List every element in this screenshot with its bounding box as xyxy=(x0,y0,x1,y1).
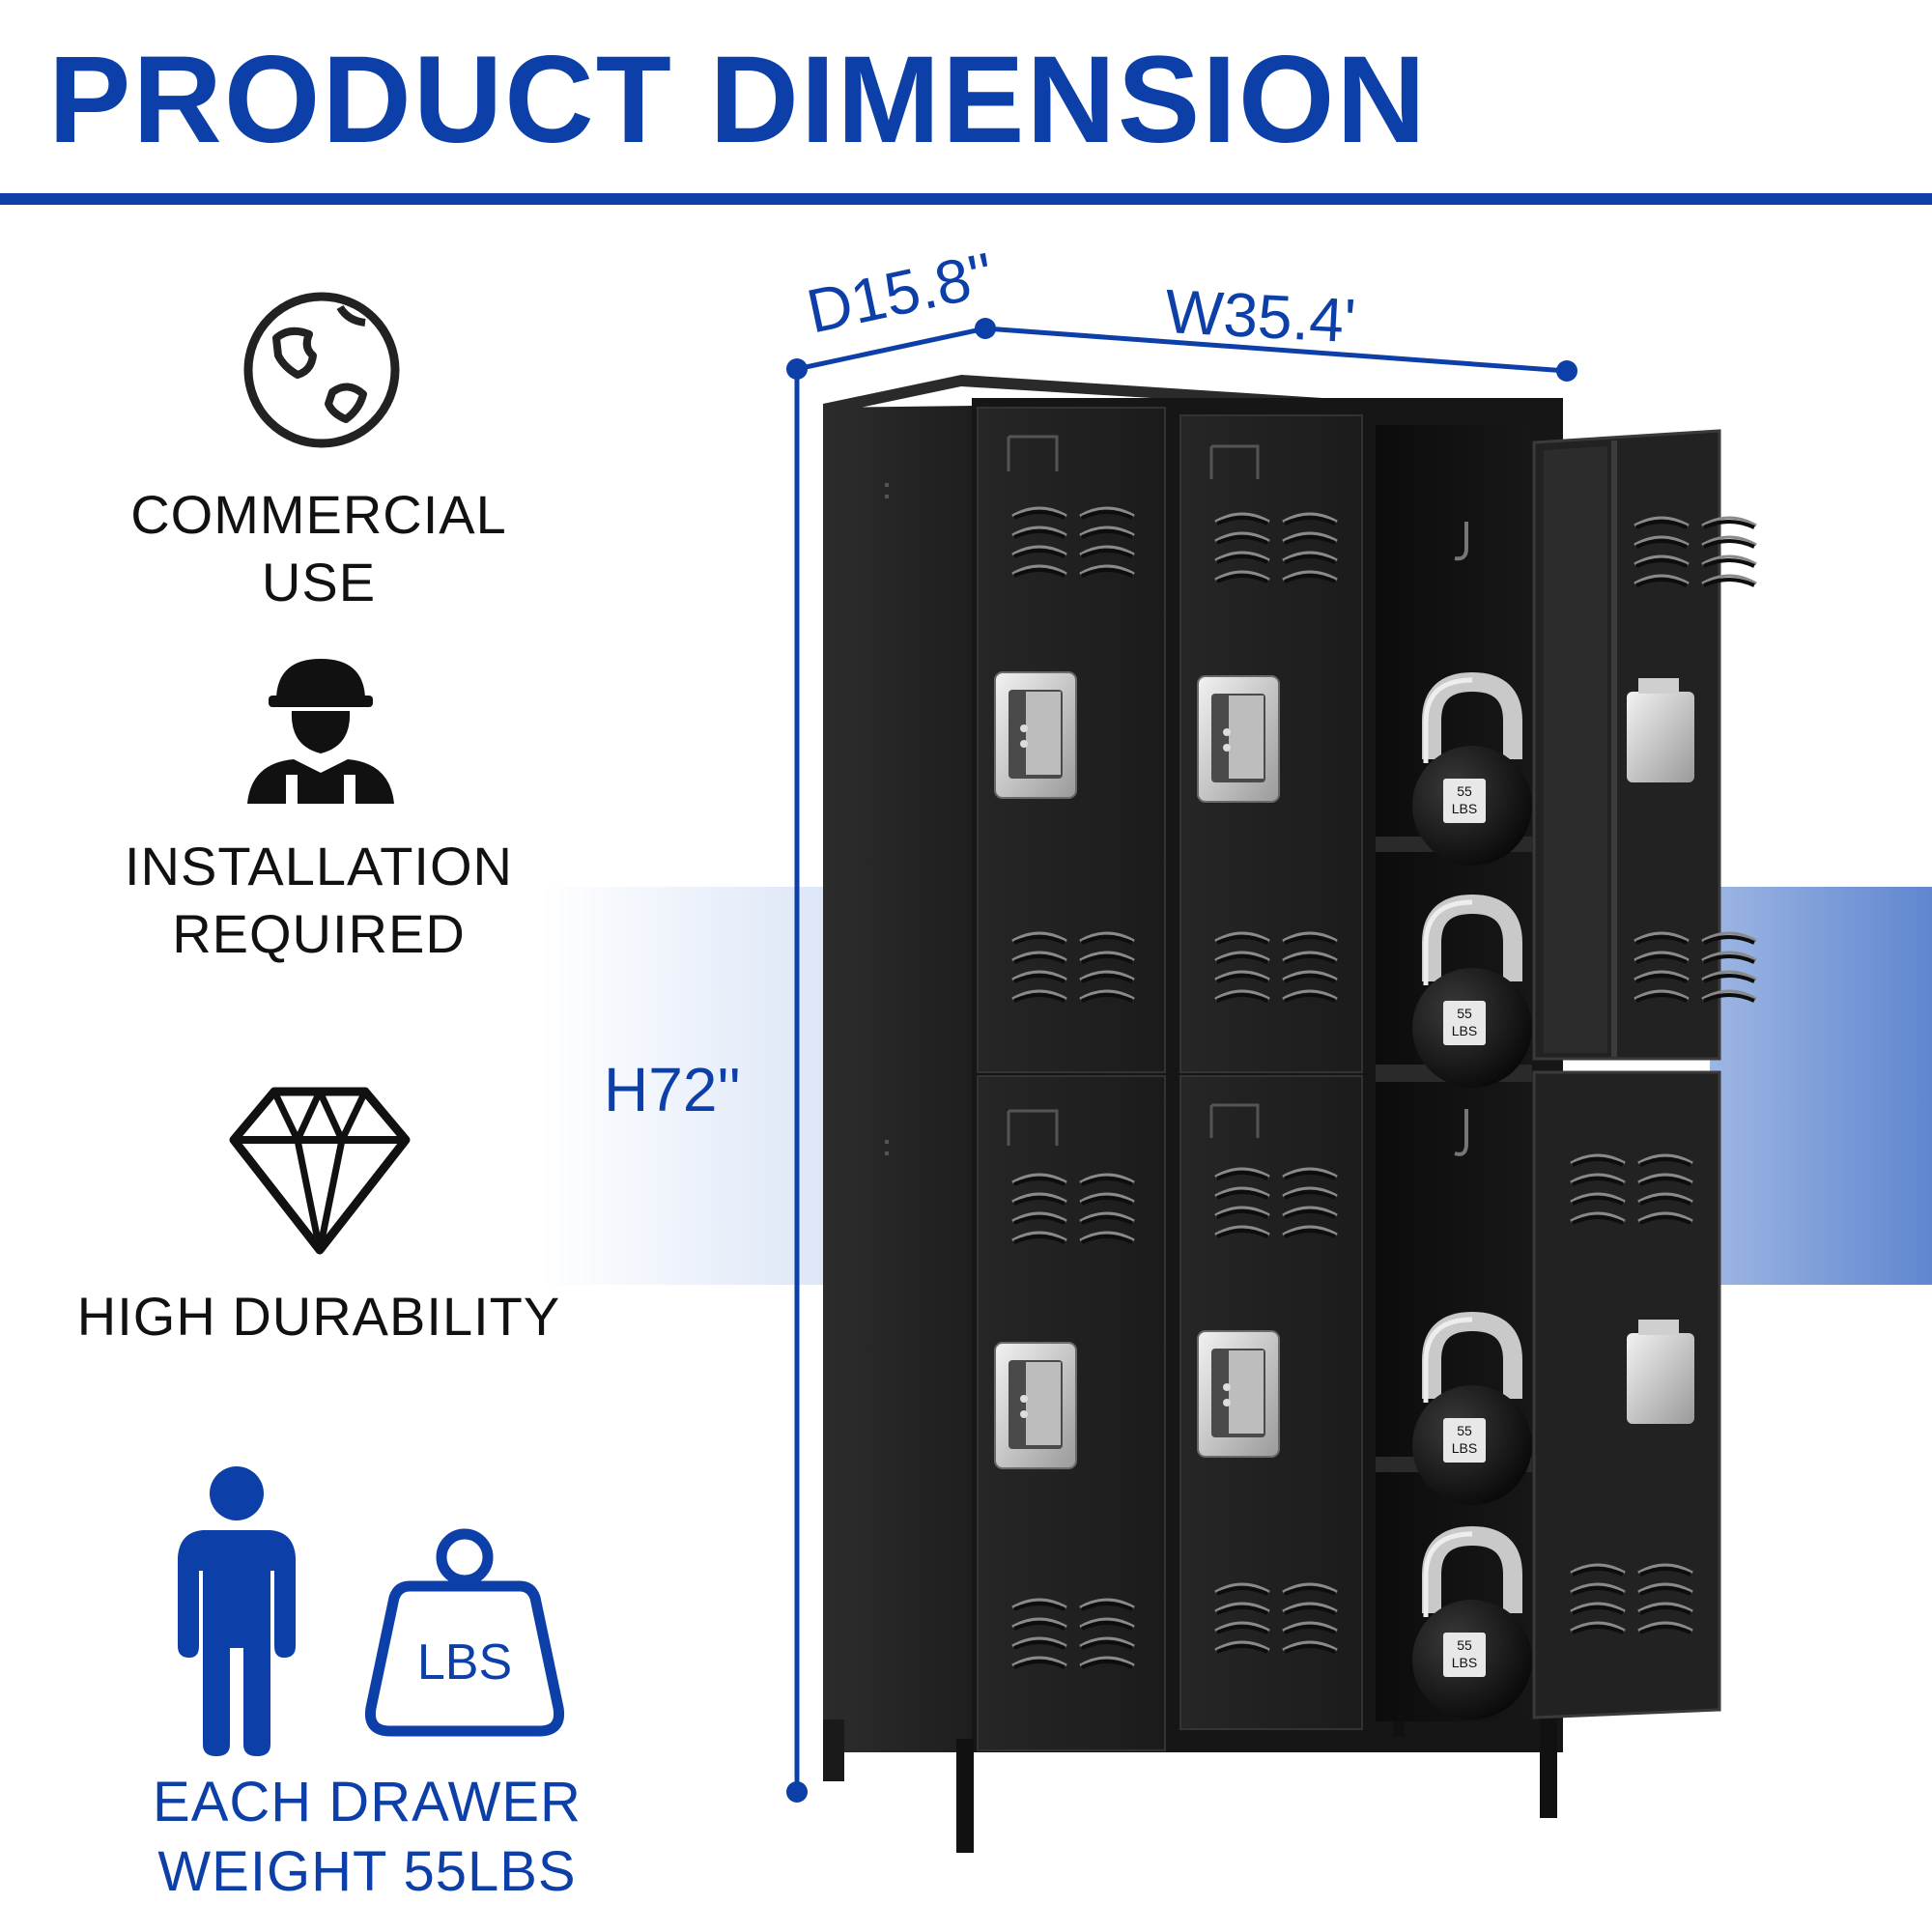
dimension-dot xyxy=(975,318,996,339)
globe-icon xyxy=(243,292,400,448)
background-band-right xyxy=(1710,887,1932,1285)
feature-line1: HIGH DURABILITY xyxy=(76,1286,561,1347)
title-divider xyxy=(0,193,1932,205)
page-title: PRODUCT DIMENSION xyxy=(48,31,1428,169)
door-latch xyxy=(1627,1333,1694,1424)
kettlebell: 55 LBS xyxy=(1412,902,1532,1088)
door-latch xyxy=(1627,692,1694,782)
feature-commercial-use: COMMERCIAL USE xyxy=(97,481,541,616)
depth-dimension-line xyxy=(796,326,986,372)
background-band-left xyxy=(541,887,831,1285)
kettlebell-unit: LBS xyxy=(1452,1023,1477,1038)
dimension-dot xyxy=(786,358,808,380)
kettlebell: 55 LBS xyxy=(1412,680,1532,866)
feature-line2: WEIGHT 55LBS xyxy=(157,1840,577,1903)
feature-line1: INSTALLATION xyxy=(124,836,513,896)
feature-high-durability: HIGH DURABILITY xyxy=(68,1283,570,1350)
kettlebell-weight: 55 xyxy=(1457,1423,1472,1438)
dimension-dot xyxy=(786,1781,808,1803)
feature-installation-required: INSTALLATION REQUIRED xyxy=(87,833,551,968)
worker-icon xyxy=(247,659,394,804)
leg xyxy=(1540,1710,1557,1818)
feature-drawer-weight: EACH DRAWER WEIGHT 55LBS xyxy=(116,1768,618,1907)
feature-line1: COMMERCIAL xyxy=(130,484,507,545)
cabinet-side xyxy=(823,406,976,1752)
leg xyxy=(956,1739,974,1853)
weight-lbs-text: LBS xyxy=(417,1634,512,1690)
kettlebell-weight: 55 xyxy=(1457,1637,1472,1653)
diamond-icon xyxy=(229,1087,411,1255)
kettlebell-unit: LBS xyxy=(1452,1440,1477,1456)
kettlebell-unit: LBS xyxy=(1452,801,1477,816)
height-label: H72'' xyxy=(604,1055,741,1124)
kettlebell-weight: 55 xyxy=(1457,1006,1472,1021)
kettlebell-weight: 55 xyxy=(1457,783,1472,799)
feature-line2: REQUIRED xyxy=(172,903,466,964)
kettlebell: 55 LBS xyxy=(1412,1534,1532,1719)
kettlebell-unit: LBS xyxy=(1452,1655,1477,1670)
kettlebell: 55 LBS xyxy=(1412,1320,1532,1505)
feature-line1: EACH DRAWER xyxy=(153,1771,582,1833)
width-dimension-line xyxy=(984,326,1568,374)
person-icon xyxy=(178,1466,296,1756)
weight-icon: LBS xyxy=(365,1528,564,1737)
dimension-dot xyxy=(1556,360,1577,382)
leg xyxy=(823,1719,844,1781)
feature-line2: USE xyxy=(261,552,377,612)
